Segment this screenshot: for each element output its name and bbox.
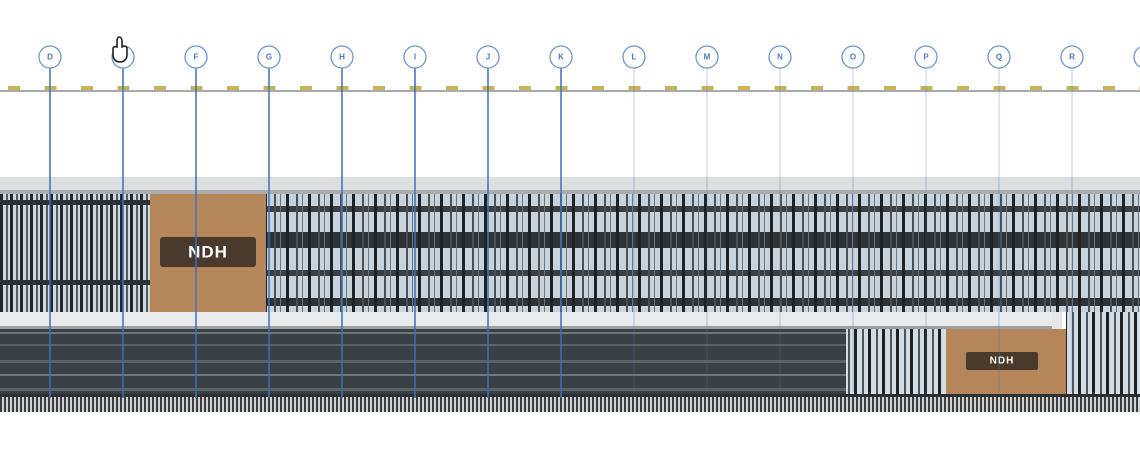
level-tag-mark <box>920 86 933 90</box>
level-tag-mark <box>8 86 20 90</box>
hand-cursor-icon <box>112 36 128 63</box>
grid-bubble-label: R <box>1069 53 1075 62</box>
level-tag-mark <box>993 86 1006 90</box>
grid-bubble-label: O <box>850 53 856 62</box>
grid-bubble-label: H <box>339 53 345 62</box>
level-tag-mark <box>300 86 312 90</box>
grid-bubble-j[interactable] <box>476 45 500 69</box>
grid-bubble-g[interactable] <box>257 45 281 69</box>
level-tag-mark <box>738 86 750 90</box>
level-tag-mark <box>227 86 239 90</box>
grid-bubble-h[interactable] <box>330 45 354 69</box>
lower-facade-dark <box>0 329 846 394</box>
upper-sign-backing <box>160 237 256 267</box>
grid-bubble-label: D <box>47 53 53 62</box>
grid-bubble-label: J <box>486 53 490 62</box>
grid-bubble-p[interactable] <box>914 45 938 69</box>
grid-bubble-k[interactable] <box>549 45 573 69</box>
level-tag-mark <box>701 86 714 90</box>
grid-bubble-label: N <box>777 53 783 62</box>
grid-bubble-label: F <box>194 53 199 62</box>
roof-band <box>0 177 1140 191</box>
grid-bubble-d[interactable] <box>38 45 62 69</box>
grid-bubble-label: G <box>266 53 272 62</box>
level-tag-mark <box>811 86 823 90</box>
level-tag-mark <box>446 86 458 90</box>
level-tag-mark <box>957 86 969 90</box>
grid-bubble-label: I <box>414 53 416 62</box>
base-hatch <box>0 394 1140 412</box>
grid-bubble-n[interactable] <box>768 45 792 69</box>
level-tag-mark <box>884 86 896 90</box>
upper-sign-text: NDH <box>188 243 228 262</box>
grid-bubble-q[interactable] <box>987 45 1011 69</box>
grid-bubble-label: P <box>923 53 929 62</box>
level-tag-mark <box>774 86 787 90</box>
canopy-shadow <box>0 326 1062 329</box>
level-tag-mark <box>1030 86 1042 90</box>
lower-facade-end <box>1066 312 1140 394</box>
grid-bubble-label: L <box>632 53 637 62</box>
grid-bubble-r[interactable] <box>1060 45 1084 69</box>
level-tag-mark <box>628 86 641 90</box>
grid-bubble-o[interactable] <box>841 45 865 69</box>
grid-bubble-m[interactable] <box>695 45 719 69</box>
upper-facade-main <box>266 194 1140 312</box>
canopy <box>0 312 1062 328</box>
grid-bubble-s[interactable] <box>1133 46 1140 68</box>
level-tag-mark <box>81 86 93 90</box>
ground-line <box>0 394 1140 397</box>
level-tag-mark <box>373 86 385 90</box>
lower-sign-backing <box>966 352 1038 370</box>
level-tag-mark <box>592 86 604 90</box>
grid-bubble-i[interactable] <box>403 45 427 69</box>
grid-bubble-label: Q <box>996 53 1002 62</box>
level-tag-mark <box>519 86 531 90</box>
grid-bubble-l[interactable] <box>622 45 646 69</box>
grid-bubble-label: M <box>704 53 711 62</box>
level-tag-mark <box>1066 86 1079 90</box>
upper-facade-left <box>0 194 150 312</box>
lower-facade-glass <box>846 329 946 394</box>
level-tags <box>8 86 1140 90</box>
grid-bubble-f[interactable] <box>184 45 208 69</box>
level-tag-mark <box>1103 86 1115 90</box>
lower-sign-text: NDH <box>990 356 1015 367</box>
level-tag-mark <box>665 86 677 90</box>
level-tag-mark <box>847 86 860 90</box>
roof-band-shadow <box>0 190 1140 194</box>
grid-lines: DEFGHIJKLMNOPQRS <box>38 45 1140 398</box>
level-tag-mark <box>154 86 166 90</box>
grid-bubble-label: K <box>558 53 564 62</box>
